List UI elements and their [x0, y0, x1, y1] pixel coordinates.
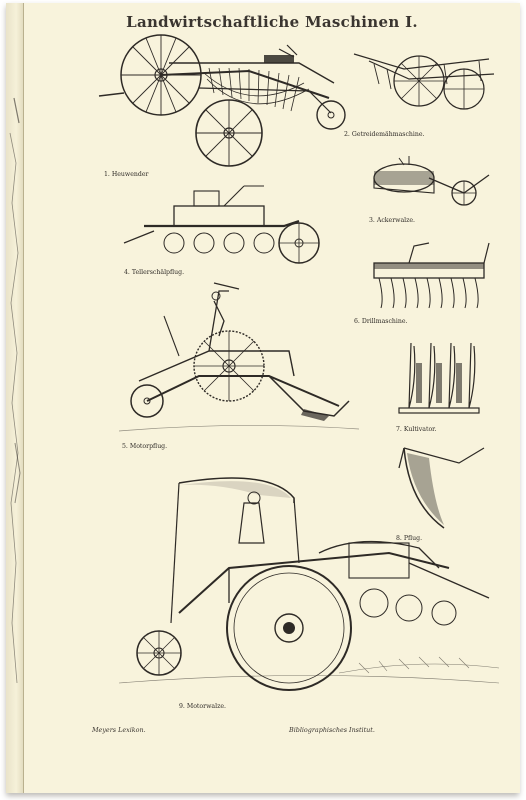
fig-plough-share: [398, 447, 485, 529]
fig-disc-plough: [123, 185, 320, 264]
canvas-side-edge: [6, 3, 24, 793]
caption-7: 7. Kultivator.: [396, 426, 437, 433]
footer-left: Meyers Lexikon.: [92, 726, 146, 734]
plate-title: Landwirtschaftliche Maschinen I.: [126, 13, 418, 31]
caption-6: 6. Drillmaschine.: [354, 318, 408, 325]
fig-seed-drill: [373, 242, 490, 309]
caption-8: 8. Pflug.: [396, 535, 423, 542]
caption-3: 3. Ackerwalze.: [369, 217, 416, 224]
fig-motor-plough: [118, 282, 360, 432]
canvas-print: Landwirtschaftliche Maschinen I.: [23, 3, 520, 793]
caption-5: 5. Motorpflug.: [122, 443, 168, 450]
caption-9: 9. Motorwalze.: [179, 703, 226, 710]
edge-wrap-art: [9, 97, 21, 684]
footer-right: Bibliographisches Institut.: [289, 726, 375, 734]
caption-4: 4. Tellerschälpflug.: [124, 269, 185, 276]
fig-hay-tedder: [98, 34, 346, 167]
fig-roller: [373, 156, 490, 206]
caption-2: 2. Getreidemähmaschine.: [344, 131, 425, 138]
fig-motor-roller: [118, 477, 500, 691]
caption-1: 1. Heuwender: [104, 171, 149, 178]
engraving-plate: Landwirtschaftliche Maschinen I.: [24, 3, 520, 793]
fig-harrow: [353, 53, 495, 110]
fig-cultivator: [398, 342, 480, 414]
